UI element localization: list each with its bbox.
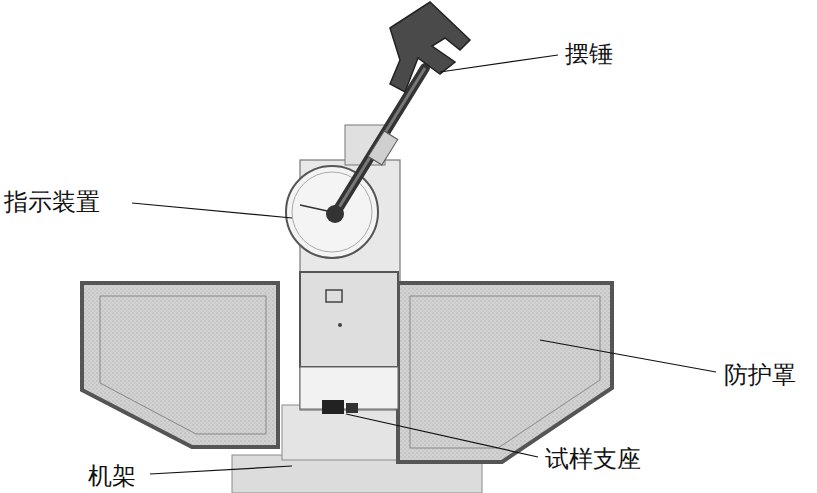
arm-clamp <box>368 131 397 165</box>
part-label: 指示装置 <box>2 188 102 216</box>
left-shield-inner <box>100 296 266 434</box>
part-label: 试样支座 <box>543 445 643 473</box>
leader-line <box>132 203 292 218</box>
dial <box>286 166 378 258</box>
leader-line <box>540 340 716 372</box>
right-shield <box>398 283 612 462</box>
pivot <box>326 205 344 223</box>
leader-line <box>440 55 558 72</box>
dial-scale <box>292 172 372 252</box>
hammer-head <box>390 2 470 92</box>
left-shield <box>82 283 278 447</box>
panel-switch <box>326 290 342 302</box>
part-label: 防护罩 <box>722 361 798 389</box>
test-opening <box>300 367 398 409</box>
pendulum-arm <box>335 68 425 214</box>
part-label: 摆锤 <box>563 40 615 68</box>
part-label: 机架 <box>86 462 138 490</box>
right-shield-inner <box>410 296 600 448</box>
leader-line <box>150 466 292 474</box>
leader-line <box>346 414 538 457</box>
specimen-support <box>322 400 344 414</box>
pendulum-arm-highlight <box>335 68 425 214</box>
front-panel <box>300 272 398 367</box>
panel-button <box>338 323 342 327</box>
specimen-support-side <box>346 403 358 413</box>
